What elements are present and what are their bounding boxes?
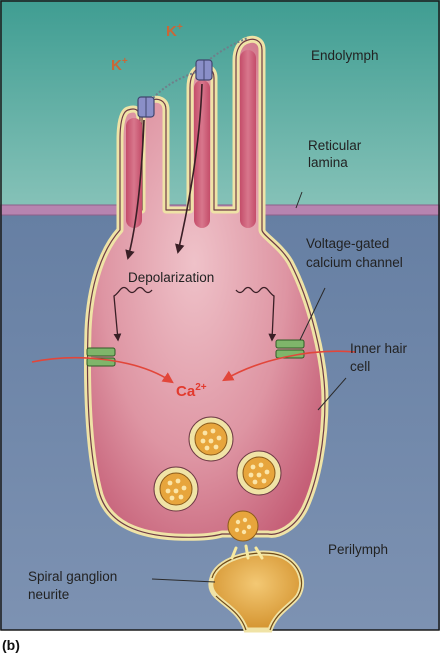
- depolarization-label: Depolarization: [128, 270, 214, 285]
- stereocilium-short: [126, 118, 142, 228]
- stereocilium-tall: [240, 50, 256, 228]
- k-channel-right: [196, 60, 212, 80]
- synaptic-vesicle: [154, 467, 198, 511]
- panel-label: (b): [2, 637, 20, 653]
- inner-hair-cell-label: Inner hair: [350, 341, 408, 356]
- synaptic-vesicle: [189, 417, 233, 461]
- endolymph-label: Endolymph: [311, 48, 379, 63]
- calcium-channel-label: Voltage-gated: [306, 236, 389, 251]
- fusing-vesicle: [228, 511, 258, 541]
- spiral-ganglion-label: Spiral ganglion: [28, 569, 117, 584]
- calcium-channel-label-2: calcium channel: [306, 255, 403, 270]
- reticular-lamina-label-2: lamina: [308, 155, 348, 170]
- reticular-lamina-label: Reticular: [308, 138, 362, 153]
- k-channel-left: [138, 97, 154, 117]
- synaptic-vesicle: [237, 451, 281, 495]
- perilymph-label: Perilymph: [328, 542, 388, 557]
- spiral-ganglion-label-2: neurite: [28, 587, 69, 602]
- endolymph-region: [0, 0, 440, 208]
- inner-hair-cell-label-2: cell: [350, 359, 370, 374]
